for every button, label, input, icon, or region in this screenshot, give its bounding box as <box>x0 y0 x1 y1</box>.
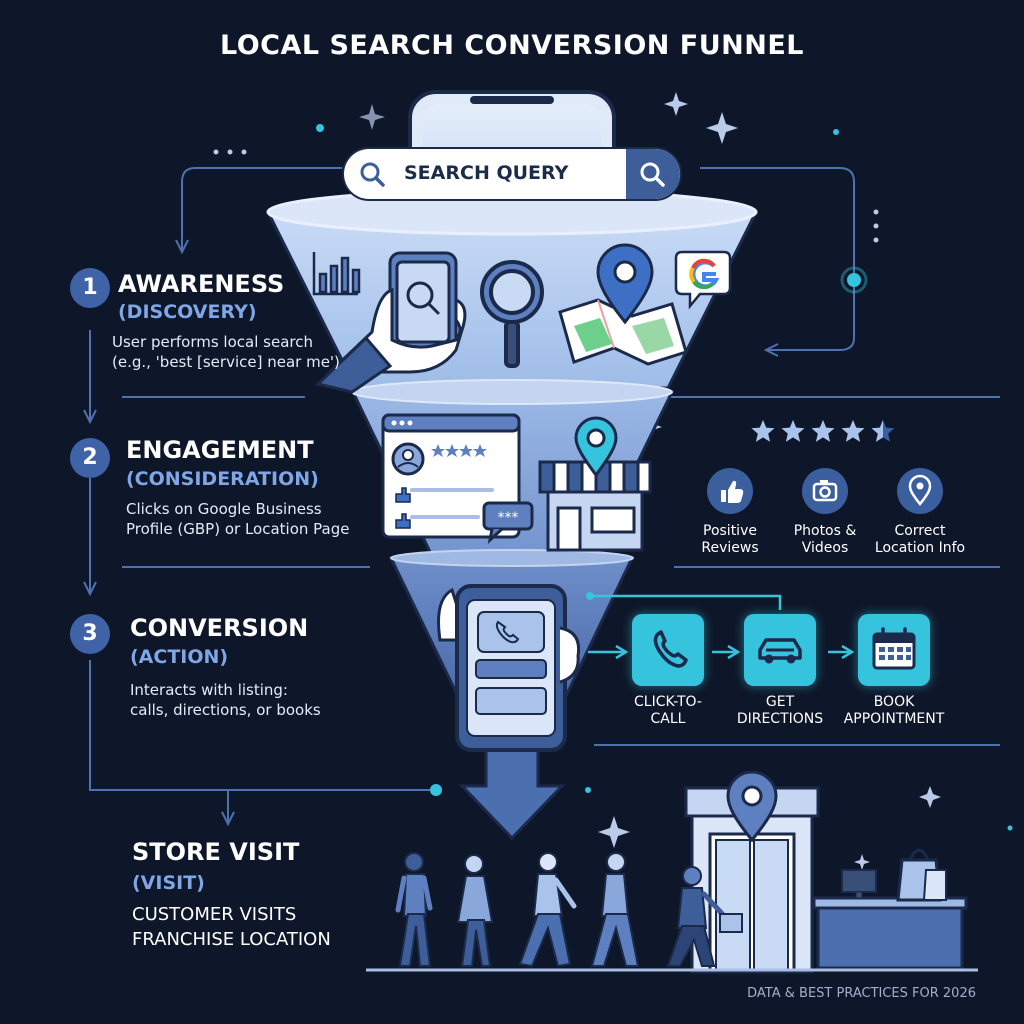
feature-label-photos: Photos & Videos <box>765 523 885 557</box>
visit-description: CUSTOMER VISITS FRANCHISE LOCATION <box>132 902 331 952</box>
rating-star-filled <box>841 420 865 442</box>
visit-title: STORE VISIT <box>132 838 300 866</box>
step-1-description: User performs local search (e.g., 'best … <box>112 332 340 372</box>
feature-label-location: Correct Location Info <box>860 523 980 557</box>
store-building <box>684 770 968 974</box>
action-label-appointment: BOOK APPOINTMENT <box>829 694 959 728</box>
visit-subtitle: (VISIT) <box>132 872 205 894</box>
search-bar[interactable]: SEARCH QUERY <box>344 149 680 199</box>
person-3 <box>518 852 577 968</box>
feature-label-reviews: Positive Reviews <box>670 523 790 557</box>
person-5 <box>666 866 743 967</box>
person-4 <box>590 852 640 967</box>
phone-icon[interactable] <box>632 614 704 686</box>
step-1-subtitle: (DISCOVERY) <box>118 301 257 323</box>
feature-label-line: Positive <box>703 523 757 539</box>
svg-text:***: *** <box>498 510 519 526</box>
step-3-description-line: Interacts with listing: <box>130 681 288 699</box>
map-pin-icon <box>558 243 688 366</box>
feature-label-line: Location Info <box>874 540 966 556</box>
action-label-line: CALL <box>650 711 686 727</box>
walking-customers <box>395 852 743 968</box>
thumbs-up-icon <box>707 468 753 514</box>
person-1 <box>395 852 433 967</box>
rating-stars <box>751 420 895 442</box>
feature-label-line: Videos <box>801 540 849 556</box>
connector-dot <box>847 273 861 287</box>
feature-label-line: Correct <box>894 523 946 539</box>
search-query-text: SEARCH QUERY <box>404 162 569 184</box>
action-label-line: APPOINTMENT <box>843 711 945 727</box>
business-profile-card: *** <box>381 413 534 545</box>
step-3-description-line: calls, directions, or books <box>130 701 321 719</box>
person-2 <box>456 854 494 967</box>
step-2-description-line: Profile (GBP) or Location Page <box>126 520 350 538</box>
google-icon <box>674 250 732 310</box>
bar-chart-icon <box>312 252 361 296</box>
action-label-call: CLICK-TO- CALL <box>603 694 733 728</box>
step-3-subtitle: (ACTION) <box>130 646 229 668</box>
hand-phone-icon <box>314 251 467 394</box>
step-1-badge: 1 <box>70 268 110 308</box>
step-2-title: ENGAGEMENT <box>126 436 314 464</box>
action-label-line: GET <box>765 694 795 710</box>
step-3-description: Interacts with listing: calls, direction… <box>130 680 321 720</box>
action-label-line: CLICK-TO- <box>634 694 702 710</box>
step-3-title: CONVERSION <box>130 614 309 642</box>
step-1-description-line: (e.g., 'best [service] near me') <box>112 353 340 371</box>
feature-label-line: Photos & <box>793 523 857 539</box>
footer-note: DATA & BEST PRACTICES FOR 2026 <box>747 986 976 1001</box>
camera-icon <box>802 468 848 514</box>
visit-description-line: CUSTOMER VISITS <box>132 904 297 925</box>
rating-star-filled <box>811 420 835 442</box>
step-2-badge: 2 <box>70 438 110 478</box>
action-label-line: DIRECTIONS <box>736 711 824 727</box>
search-icon <box>640 162 665 187</box>
action-arrows <box>588 594 855 660</box>
location-pin-icon <box>897 468 943 514</box>
car-icon[interactable] <box>744 614 816 686</box>
action-label-directions: GET DIRECTIONS <box>715 694 845 728</box>
step-2-description-line: Clicks on Google Business <box>126 500 322 518</box>
flow-connectors <box>83 167 1000 827</box>
step-3-badge: 3 <box>70 614 110 654</box>
step-2-subtitle: (CONSIDERATION) <box>126 468 319 490</box>
magnifier-icon <box>480 260 544 368</box>
feature-label-line: Reviews <box>701 540 759 556</box>
step-1-title: AWARENESS <box>118 270 285 298</box>
action-phone <box>437 584 581 752</box>
calendar-icon[interactable] <box>858 614 930 686</box>
search-icon <box>360 162 385 187</box>
storefront-icon <box>538 416 652 552</box>
step-1-description-line: User performs local search <box>112 333 313 351</box>
rating-star-filled <box>781 420 805 442</box>
rating-star-filled <box>751 420 775 442</box>
search-button[interactable] <box>626 149 680 199</box>
action-label-line: BOOK <box>873 694 915 710</box>
visit-description-line: FRANCHISE LOCATION <box>132 929 331 950</box>
rating-star-filled <box>871 420 883 442</box>
step-2-description: Clicks on Google Business Profile (GBP) … <box>126 499 349 539</box>
page-title: LOCAL SEARCH CONVERSION FUNNEL <box>219 30 805 61</box>
